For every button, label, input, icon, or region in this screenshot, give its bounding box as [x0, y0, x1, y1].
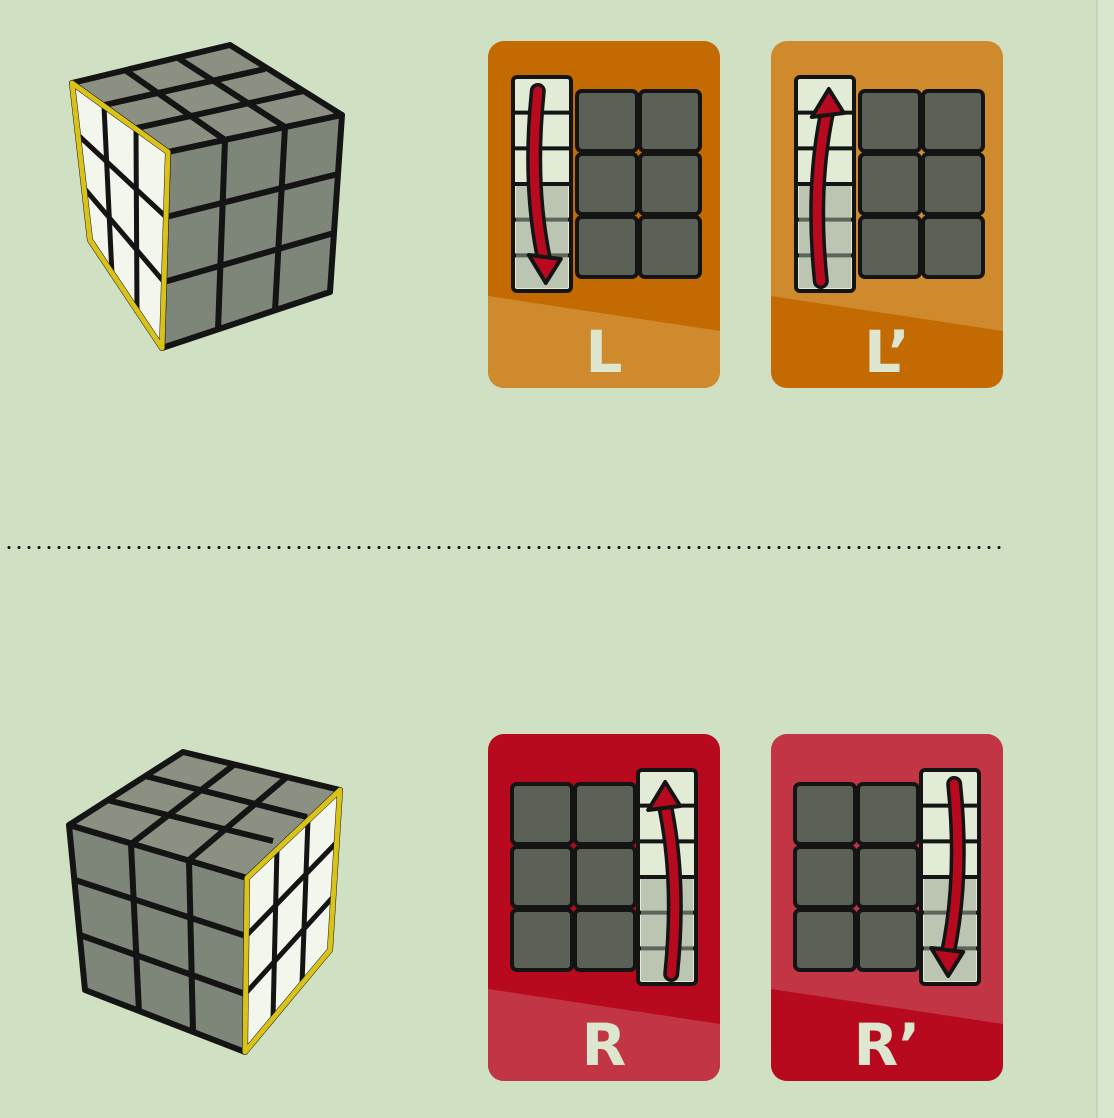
card-band	[488, 296, 720, 388]
dark-sticker	[921, 89, 985, 153]
dark-sticker	[793, 782, 857, 846]
dark-sticker	[793, 845, 857, 909]
dark-sticker	[638, 152, 702, 216]
move-card-L-prime: L’	[771, 41, 1003, 388]
card-band	[771, 296, 1003, 388]
card-R-prime-label: R’	[853, 1011, 921, 1079]
dark-sticker	[575, 215, 639, 279]
dark-sticker	[858, 152, 922, 216]
dark-sticker	[638, 215, 702, 279]
dark-sticker	[510, 845, 574, 909]
section-divider	[4, 546, 1004, 549]
dark-sticker	[921, 152, 985, 216]
card-L-graphic	[488, 41, 720, 388]
dark-sticker	[510, 782, 574, 846]
dark-sticker	[856, 845, 920, 909]
cube-right-face-highlighted-icon	[66, 749, 343, 1055]
card-band	[488, 989, 720, 1081]
card-L-prime-label: L’	[864, 318, 910, 386]
dark-sticker	[858, 215, 922, 279]
dark-sticker	[638, 89, 702, 153]
card-R-prime-graphic	[771, 734, 1003, 1081]
dark-sticker	[856, 908, 920, 972]
move-card-R-prime: R’	[771, 734, 1003, 1081]
cube-left-face-highlighted-icon	[69, 42, 345, 351]
move-card-R: R	[488, 734, 720, 1081]
dark-sticker	[856, 782, 920, 846]
dark-sticker	[573, 845, 637, 909]
dark-sticker	[858, 89, 922, 153]
dark-sticker	[793, 908, 857, 972]
dark-sticker	[575, 152, 639, 216]
dark-sticker	[921, 215, 985, 279]
right-edge-strip	[1096, 0, 1114, 1118]
card-band	[771, 989, 1003, 1081]
card-R-graphic	[488, 734, 720, 1081]
dark-sticker	[573, 782, 637, 846]
card-L-label: L	[585, 318, 623, 386]
card-R-label: R	[581, 1011, 627, 1079]
card-L-prime-graphic	[771, 41, 1003, 388]
dark-sticker	[575, 89, 639, 153]
dark-sticker	[510, 908, 574, 972]
dark-sticker	[573, 908, 637, 972]
move-card-L: L	[488, 41, 720, 388]
